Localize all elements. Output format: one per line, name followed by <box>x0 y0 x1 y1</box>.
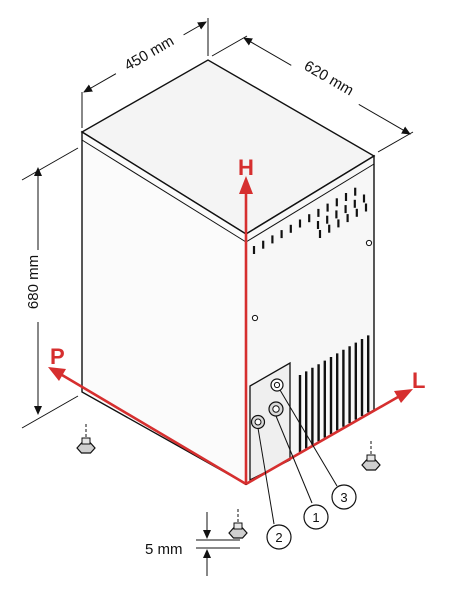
feet <box>76 424 381 539</box>
axis-h-label: H <box>238 155 254 180</box>
dimension-leg-gap: 5 mm <box>145 512 240 576</box>
cabinet <box>80 59 376 486</box>
foot-right <box>361 441 381 471</box>
fitting-3 <box>270 378 284 392</box>
dimension-height-ext-bottom <box>21 395 79 429</box>
callouts: 1 2 3 <box>257 389 357 550</box>
callout-1: 1 <box>303 504 329 530</box>
callout-2: 2 <box>266 524 292 550</box>
screws <box>251 239 373 322</box>
foot-bolt <box>366 454 376 462</box>
axes: H P L <box>48 155 425 486</box>
cabinet-rim-left <box>81 139 247 243</box>
side-vent-grille <box>298 335 370 452</box>
foot-left <box>76 424 96 454</box>
top-vent-grille <box>252 187 368 254</box>
dimension-height-label: 680 mm <box>25 255 42 309</box>
dimension-height-ext-top <box>21 147 79 181</box>
cabinet-rim-right <box>245 163 375 243</box>
callout-1-leader <box>275 415 313 504</box>
dimension-depth-ext-front <box>377 131 414 153</box>
foot-bolt <box>233 522 243 530</box>
callout-1-circle <box>303 504 329 530</box>
screw-left <box>251 314 259 322</box>
axis-p-arrowhead <box>48 367 66 381</box>
dimension-height-label-bg <box>28 250 48 322</box>
callout-2-label: 2 <box>275 530 282 545</box>
screw-right <box>365 239 373 247</box>
axis-h-arrowhead <box>239 176 253 194</box>
axis-p-label: P <box>50 344 65 369</box>
axis-l-line <box>245 395 399 486</box>
axis-l-label: L <box>412 368 425 393</box>
callout-3: 3 <box>331 484 357 510</box>
dimension-depth-ext-back <box>211 35 248 57</box>
dimension-height: 680 mm <box>21 147 79 429</box>
callout-1-label: 1 <box>312 510 319 525</box>
dimension-width-label-bg <box>107 20 191 86</box>
callout-3-leader <box>279 389 338 487</box>
callout-3-circle <box>331 484 357 510</box>
foot-bolt <box>81 437 91 445</box>
callout-2-leader <box>257 427 275 525</box>
fitting-2-inner <box>254 418 262 426</box>
fitting-1-inner <box>272 405 280 413</box>
callout-3-label: 3 <box>340 490 347 505</box>
callout-2-circle <box>266 524 292 550</box>
dimension-depth-label-bg <box>288 46 370 110</box>
axis-p-line <box>61 373 247 486</box>
dimension-leg-gap-label: 5 mm <box>145 541 183 558</box>
fitting-3-inner <box>273 381 281 389</box>
axis-l-arrowhead <box>394 389 413 403</box>
foot-front <box>228 509 248 539</box>
